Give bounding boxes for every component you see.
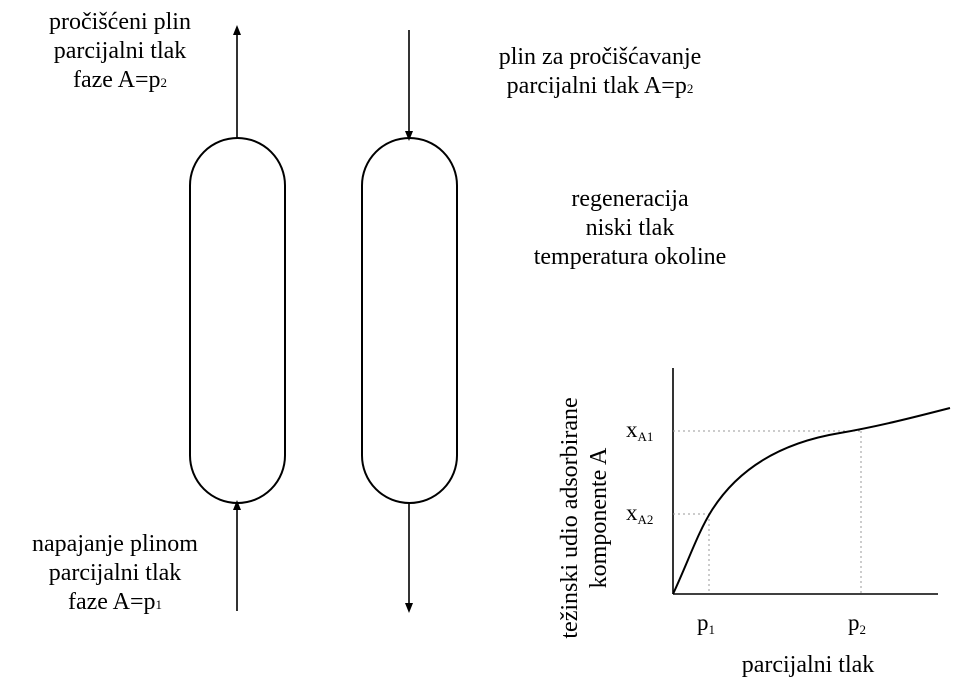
x-tick-p2: p2 (848, 610, 866, 637)
purge-label-line1: plin za pročišćavanje (498, 44, 702, 70)
y-tick-xa2: xA2 (626, 500, 653, 527)
outlet-label-line3: faze A=p2 (73, 67, 167, 93)
isotherm-y-label-line1: težinski udio adsorbirane (557, 397, 583, 638)
regeneration-label: regeneracija niski tlak temperatura okol… (500, 185, 760, 272)
right-adsorber-column (361, 137, 458, 504)
outlet-label-line2: parcijalni tlak (53, 38, 187, 64)
regeneration-label-line3: temperatura okoline (533, 244, 727, 270)
isotherm-graph: xA1 xA2 p1 p2 parcijalni tlak težinski u… (557, 368, 951, 678)
outlet-label-line1: pročišćeni plin (49, 9, 191, 35)
y-tick-xa1: xA1 (626, 417, 653, 444)
purge-label-line2: parcijalni tlak A=p2 (506, 73, 694, 99)
regeneration-label-line1: regeneracija (571, 186, 689, 212)
x-tick-p1: p1 (697, 610, 715, 637)
feed-label-line2: parcijalni tlak (48, 560, 182, 586)
isotherm-x-label: parcijalni tlak (742, 652, 875, 678)
feed-label: napajanje plinom parcijalni tlak faze A=… (5, 530, 225, 619)
feed-label-line3: faze A=p1 (68, 589, 162, 615)
left-adsorber-column (189, 137, 286, 504)
isotherm-curve (672, 407, 951, 595)
outlet-label: pročišćeni plin parcijalni tlak faze A=p… (20, 8, 220, 97)
purge-label: plin za pročišćavanje parcijalni tlak A=… (455, 43, 745, 103)
regeneration-label-line2: niski tlak (585, 215, 675, 241)
feed-label-line1: napajanje plinom (32, 531, 198, 557)
isotherm-y-label-line2: komponente A (586, 447, 612, 588)
